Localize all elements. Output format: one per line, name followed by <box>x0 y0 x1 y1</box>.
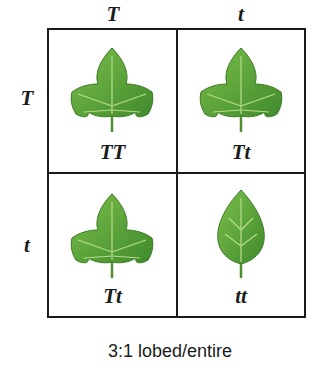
genotype-label: tt <box>235 285 247 308</box>
punnett-cell: TT <box>47 28 178 174</box>
genotype-label: Tt <box>103 285 122 308</box>
allele-header: T <box>107 3 120 26</box>
allele-header: t <box>24 234 30 257</box>
punnett-cell: tt <box>176 172 306 318</box>
punnett-cell: Tt <box>47 172 178 318</box>
allele-header: t <box>238 3 244 26</box>
genotype-label: Tt <box>232 141 251 164</box>
allele-header: T <box>21 87 34 110</box>
genotype-label: TT <box>100 141 126 164</box>
ratio-caption: 3:1 lobed/entire <box>108 341 232 363</box>
punnett-cell: Tt <box>176 28 306 174</box>
